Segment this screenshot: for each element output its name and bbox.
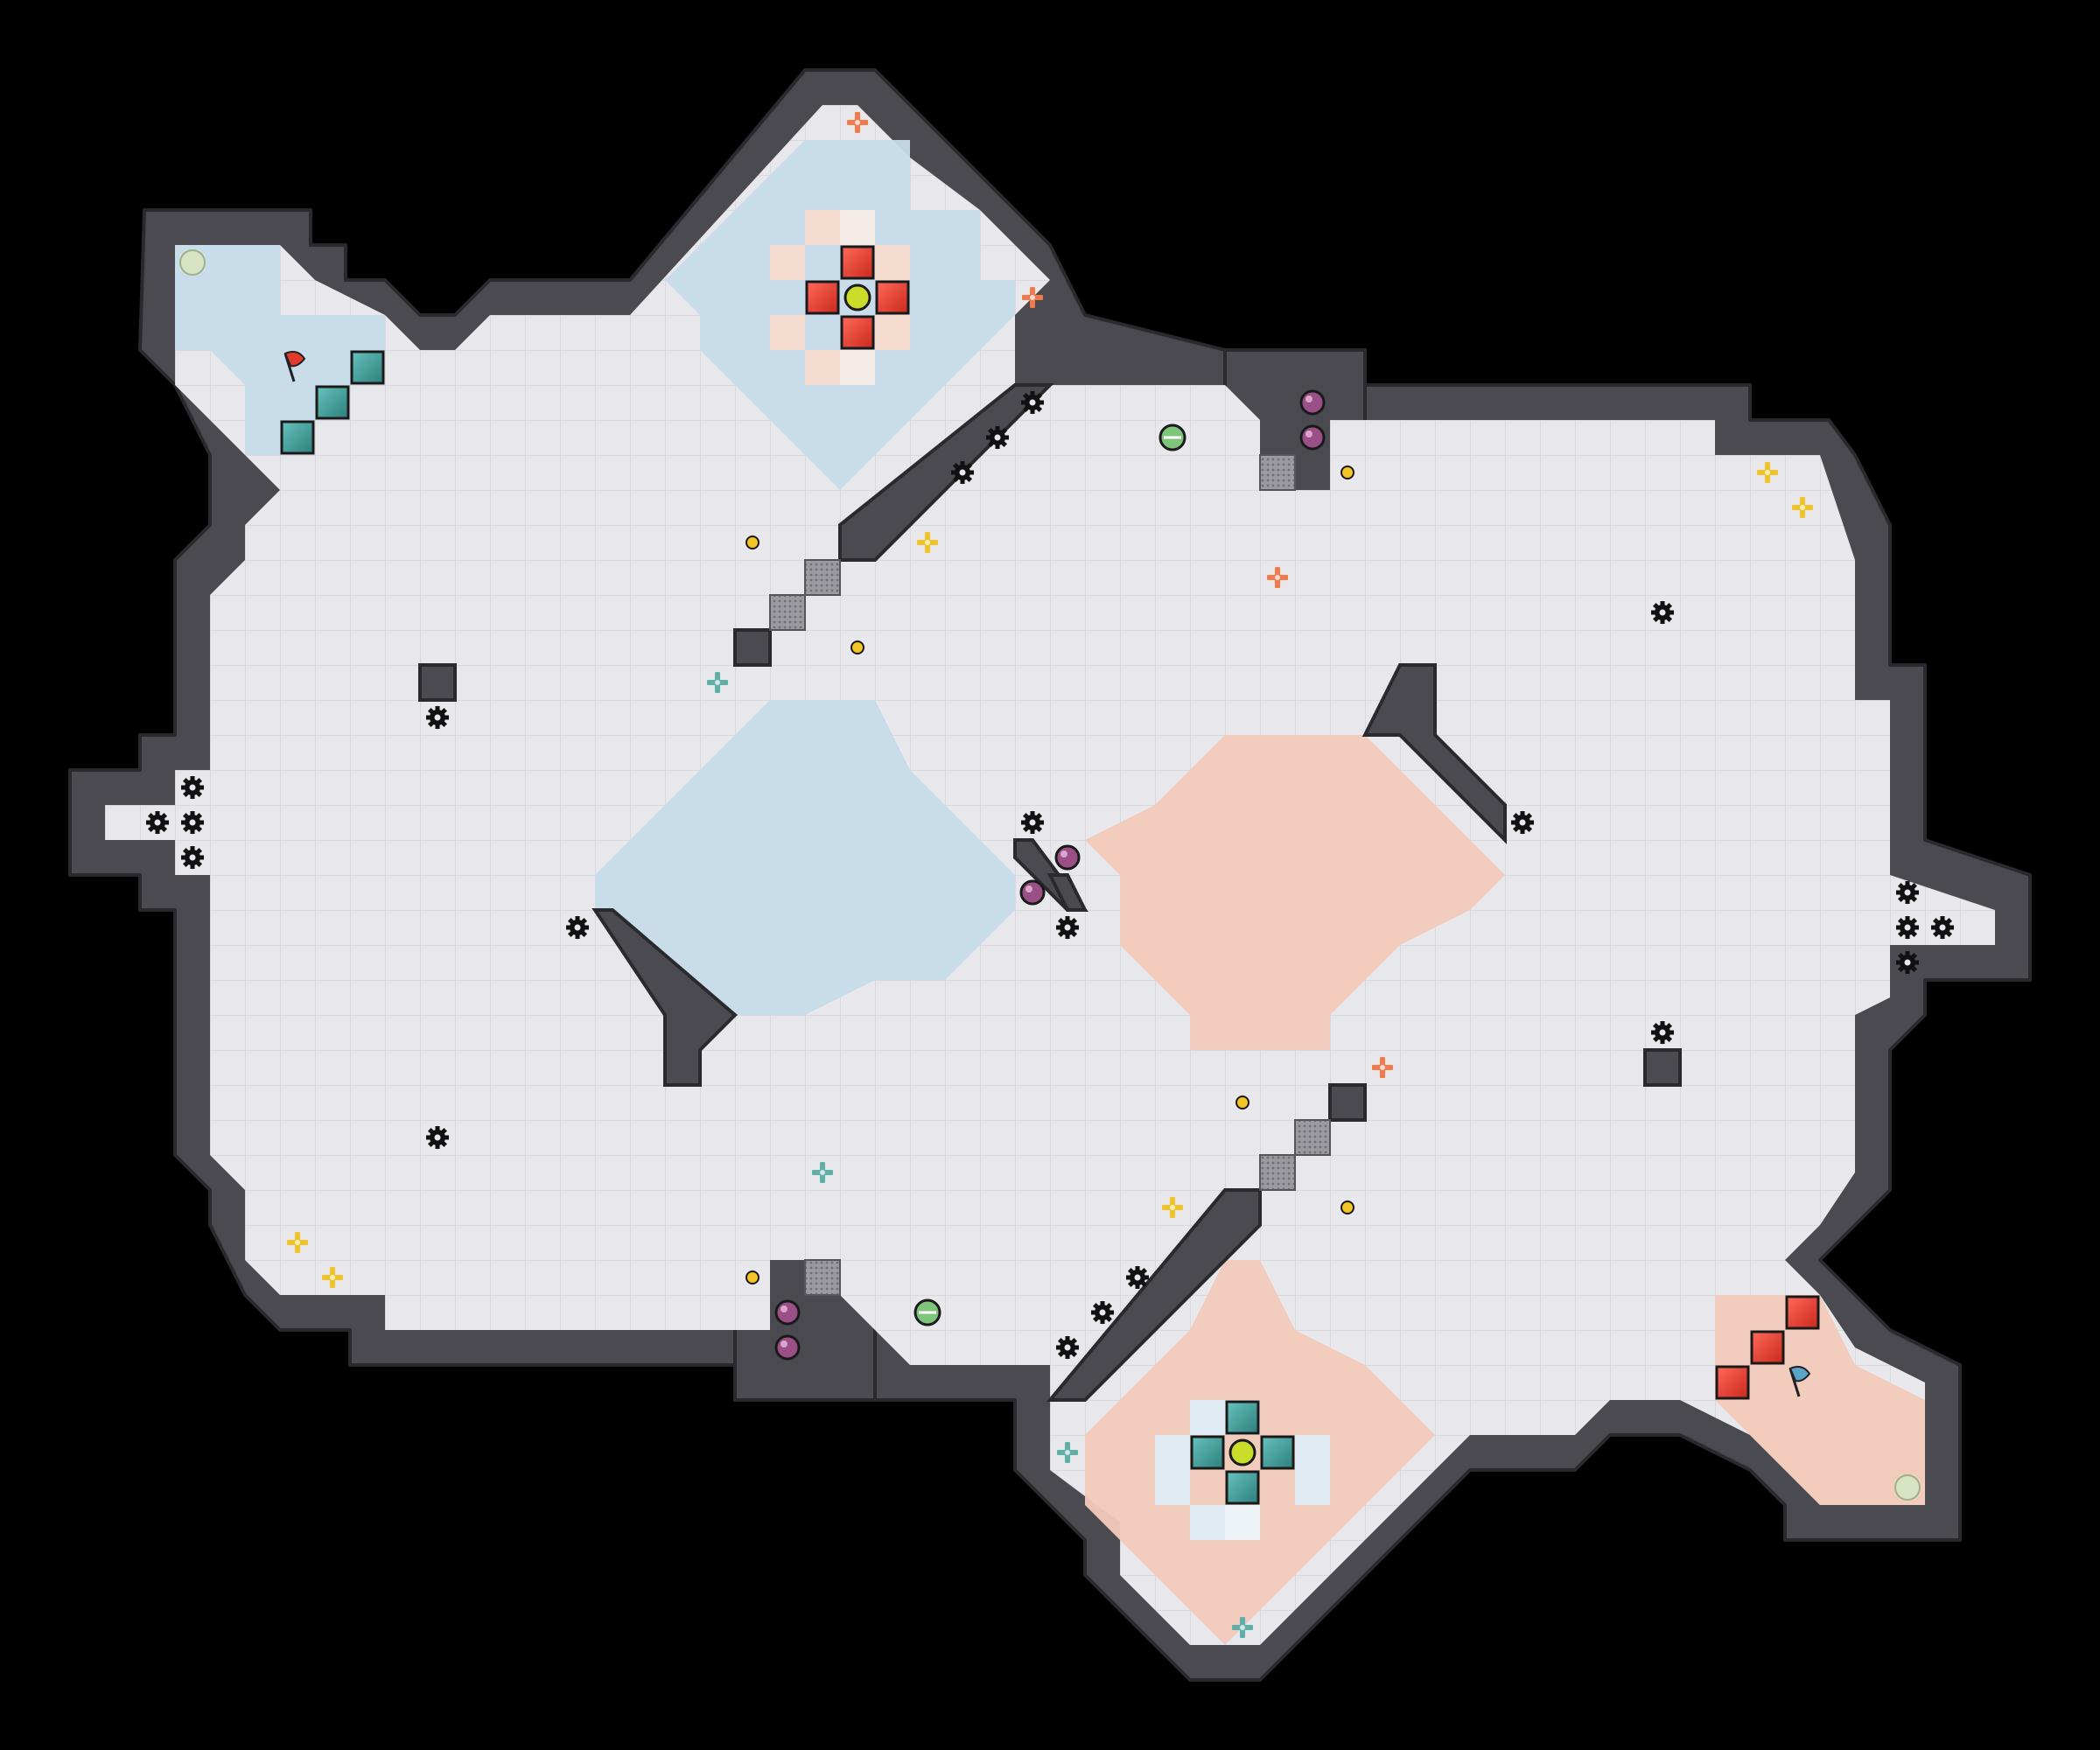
plus-icon[interactable]: [707, 672, 728, 693]
hatch-tile-icon: [1259, 454, 1296, 491]
hatch-tile-icon: [804, 559, 841, 596]
blue-base: [1190, 1400, 1295, 1505]
hatch-tile-icon: [804, 1259, 841, 1296]
blue-spawn-blocks: [280, 350, 385, 455]
gear-icon: [1896, 951, 1919, 974]
orb-icon[interactable]: [1299, 424, 1326, 451]
gear-icon: [1056, 916, 1079, 939]
orb-icon[interactable]: [774, 1299, 801, 1326]
gear-icon: [1021, 391, 1044, 414]
gear-icon: [426, 1126, 449, 1149]
orb-icon[interactable]: [1299, 389, 1326, 416]
red-zone: [1085, 735, 1925, 1645]
hatch-tiles: [769, 454, 1331, 1296]
red-block: [805, 280, 840, 315]
spawn-pads: [179, 249, 1921, 1501]
gear-icon: [986, 426, 1009, 449]
plus-icon[interactable]: [1022, 287, 1043, 308]
orb-icon[interactable]: [1019, 879, 1046, 906]
gear-icon: [1511, 811, 1534, 834]
gear-icon: [951, 461, 974, 484]
gear-icon: [1931, 916, 1954, 939]
coin-icon[interactable]: [850, 640, 864, 654]
gear-icon: [1651, 601, 1674, 624]
flag-icon[interactable]: [284, 351, 306, 382]
plus-icon[interactable]: [1232, 1617, 1253, 1638]
gear-icon: [1021, 811, 1044, 834]
blue-zone: [175, 140, 1015, 1015]
red-block: [1750, 1330, 1785, 1365]
gears: [146, 391, 1954, 1359]
gear-icon: [181, 846, 204, 869]
gear-icon: [1056, 1336, 1079, 1359]
red-block: [875, 280, 910, 315]
teal-block: [315, 385, 350, 420]
coins: [746, 466, 1354, 1284]
plus-icon[interactable]: [1792, 497, 1813, 518]
coin-icon[interactable]: [746, 1270, 760, 1284]
red-block: [840, 245, 875, 280]
gear-icon: [566, 916, 589, 939]
speed-powerup-icon: [914, 1298, 942, 1326]
spawn-pad-icon: [179, 249, 206, 276]
teal-block: [1225, 1470, 1260, 1505]
red-block: [1785, 1295, 1820, 1330]
plus-icon[interactable]: [1162, 1197, 1183, 1218]
plus-icon[interactable]: [1267, 567, 1288, 588]
orbs: [774, 389, 1326, 1361]
gear-icon: [181, 811, 204, 834]
teal-block: [1190, 1435, 1225, 1470]
red-block: [840, 315, 875, 350]
plus-pickups: [287, 112, 1813, 1638]
plus-icon[interactable]: [322, 1267, 343, 1288]
spawn-pad-icon: [1894, 1474, 1921, 1501]
teal-block: [1260, 1435, 1295, 1470]
coin-icon[interactable]: [1340, 1200, 1354, 1214]
power-ups[interactable]: [914, 424, 1186, 1326]
plus-icon[interactable]: [1057, 1442, 1078, 1463]
gear-icon: [146, 811, 169, 834]
gear-icon: [1126, 1266, 1149, 1289]
plus-icon[interactable]: [1372, 1057, 1393, 1078]
hatch-tile-icon: [1259, 1154, 1296, 1191]
teal-block: [1225, 1400, 1260, 1435]
orb-icon[interactable]: [774, 1334, 801, 1361]
orb-icon[interactable]: [1054, 844, 1081, 871]
plus-icon[interactable]: [287, 1232, 308, 1253]
hatch-tile-icon: [769, 594, 806, 631]
flag-icon[interactable]: [1788, 1366, 1811, 1397]
gear-icon: [1651, 1021, 1674, 1044]
coin-icon[interactable]: [1340, 466, 1354, 480]
speed-powerup-icon: [1158, 424, 1186, 452]
base-core-icon: [844, 284, 872, 312]
plus-icon[interactable]: [1757, 462, 1778, 483]
interior-walls: [418, 383, 1682, 1402]
gear-icon: [1896, 916, 1919, 939]
coin-icon[interactable]: [746, 536, 760, 550]
plus-icon[interactable]: [812, 1162, 833, 1183]
teal-block: [280, 420, 315, 455]
gear-icon: [1896, 881, 1919, 904]
hatch-tile-icon: [1294, 1119, 1331, 1156]
gear-icon: [1091, 1301, 1114, 1324]
gear-icon: [181, 776, 204, 799]
red-base: [805, 245, 910, 350]
base-core-icon: [1228, 1438, 1256, 1466]
plus-icon[interactable]: [917, 532, 938, 553]
plus-icon[interactable]: [847, 112, 868, 133]
red-base-checker: [770, 210, 910, 385]
red-block: [1715, 1365, 1750, 1400]
red-spawn-blocks: [1715, 1295, 1820, 1400]
gear-icon: [426, 706, 449, 729]
teal-block: [350, 350, 385, 385]
coin-icon[interactable]: [1236, 1096, 1250, 1110]
